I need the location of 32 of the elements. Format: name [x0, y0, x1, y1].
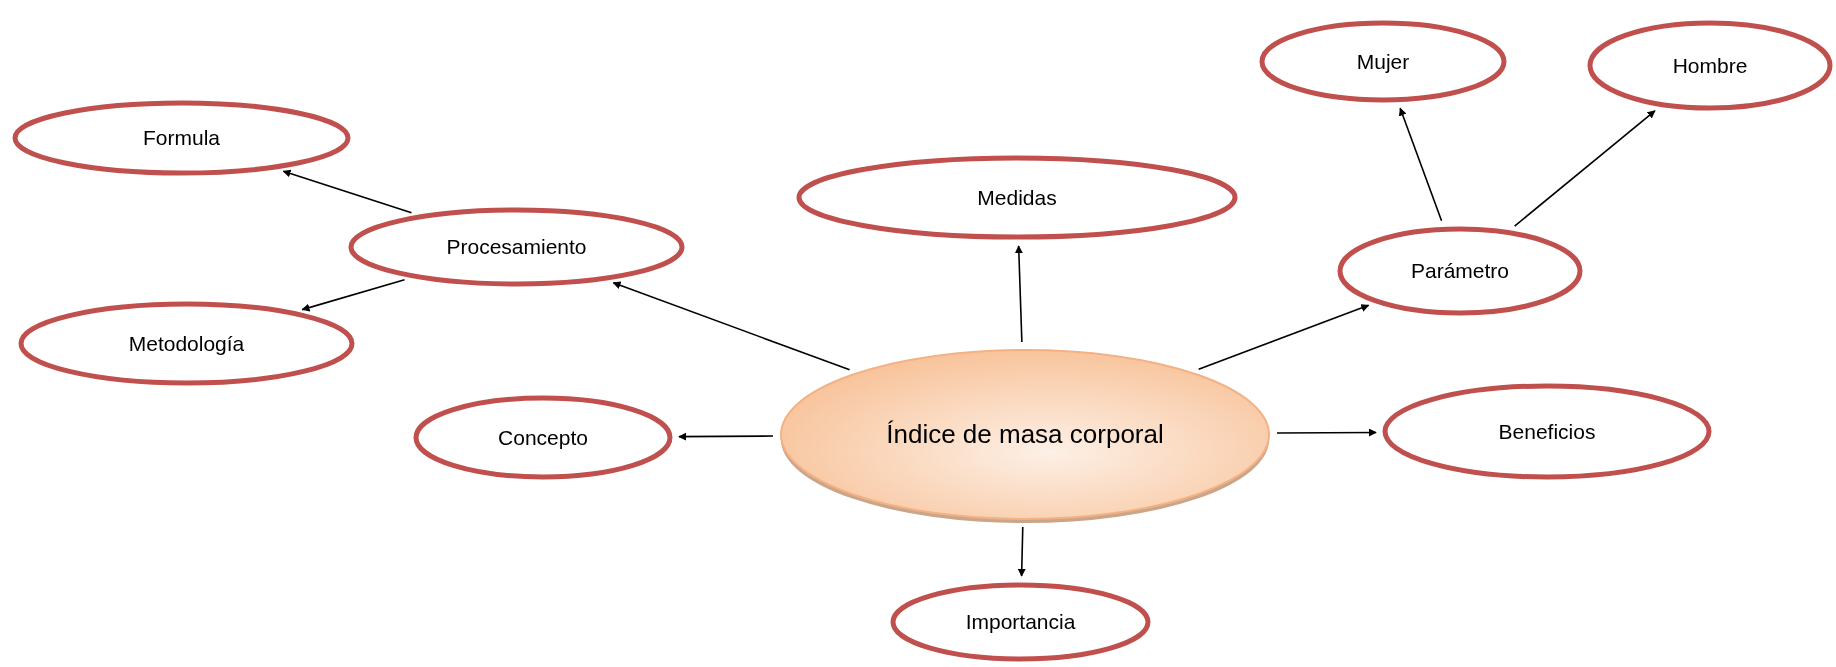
- node-label: Formula: [143, 126, 220, 150]
- arrow: [1276, 428, 1377, 437]
- arrow: [1014, 245, 1023, 343]
- arrow: [612, 281, 851, 371]
- node-label: Medidas: [977, 185, 1057, 210]
- node-label: Procesamiento: [446, 235, 587, 259]
- node-label: Hombre: [1672, 53, 1748, 78]
- node-label: Importancia: [965, 610, 1076, 634]
- arrow: [678, 432, 774, 441]
- topic-ellipse: [1259, 20, 1507, 103]
- topic-ellipse: [1382, 383, 1712, 480]
- node-label: Beneficios: [1498, 419, 1596, 444]
- arrow: [1513, 110, 1656, 227]
- topic-ellipse: [1337, 226, 1583, 316]
- topic-ellipse: [12, 100, 351, 176]
- topic-ellipse: [348, 207, 685, 287]
- arrow: [1197, 304, 1370, 371]
- node-label: Concepto: [498, 425, 588, 450]
- node-label: Índice de masa corporal: [885, 417, 1165, 451]
- arrow: [301, 278, 406, 312]
- arrow: [1398, 107, 1443, 222]
- node-label: Metodología: [128, 331, 245, 356]
- topic-ellipse: [1587, 20, 1833, 111]
- topic-ellipse: [890, 582, 1151, 662]
- node-label: Parámetro: [1410, 259, 1509, 283]
- node-label: Mujer: [1356, 49, 1410, 74]
- arrow: [1017, 526, 1026, 577]
- topic-ellipse: [796, 155, 1238, 240]
- topic-ellipse: [413, 395, 673, 480]
- topic-ellipse: [18, 301, 355, 386]
- arrow: [282, 169, 413, 214]
- central-topic-ellipse: [779, 348, 1271, 521]
